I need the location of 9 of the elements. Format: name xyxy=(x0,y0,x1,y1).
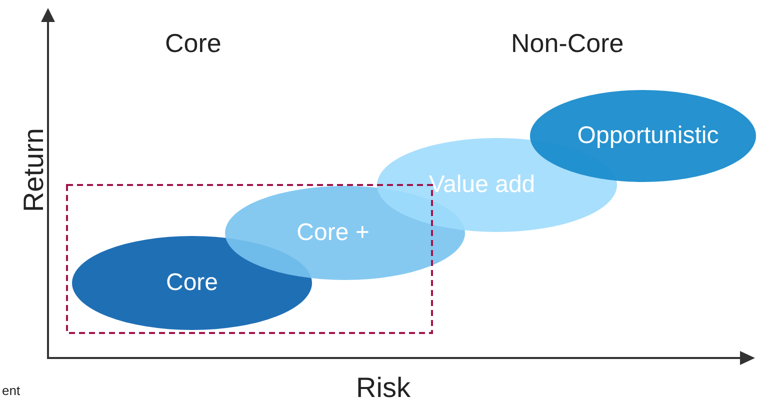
axis-title: Risk xyxy=(356,372,410,401)
segment-label: Core xyxy=(166,269,218,297)
segment-label: Core + xyxy=(296,219,370,247)
column-heading: Core xyxy=(165,28,222,59)
source-note: ent xyxy=(2,383,20,398)
axis-title: Return xyxy=(18,128,50,212)
column-heading: Non-Core xyxy=(511,28,624,59)
segment-label: Value add xyxy=(428,171,536,199)
segment-label: Opportunistic xyxy=(577,122,719,150)
